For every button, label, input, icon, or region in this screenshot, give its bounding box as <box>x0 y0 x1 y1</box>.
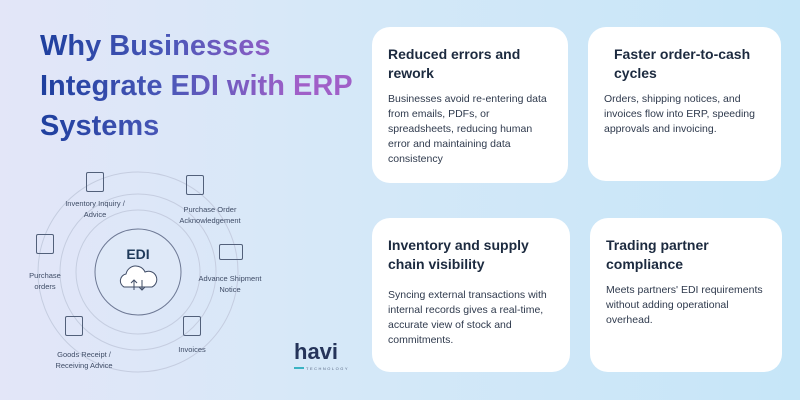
card-text: Orders, shipping notices, and invoices f… <box>604 93 755 135</box>
diagram-item: Inventory Inquiry / Advice <box>65 199 125 219</box>
cloud-sync-icon <box>119 265 158 291</box>
card-title: Faster order-to-cash cycles <box>614 46 751 81</box>
card-reduced-errors: Reduced errors and rework Businesses avo… <box>372 27 568 183</box>
goods-receipt-icon <box>65 316 83 336</box>
invoice-icon <box>183 316 201 336</box>
diagram-item: Invoices <box>178 345 206 354</box>
card-inventory-visibility: Inventory and supply chain visibility Sy… <box>372 218 570 372</box>
card-title: Trading partner compliance <box>606 237 709 272</box>
middle-ring <box>59 193 217 351</box>
logo-tagline: TECHNOLOGY <box>306 366 350 371</box>
outer-ring <box>37 171 239 373</box>
diagram-item: Purchase Order Acknowledgement <box>179 205 241 225</box>
diagram-item: Advance Shipment Notice <box>198 274 262 294</box>
diagram-item: Goods Receipt / Receiving Advice <box>55 350 113 370</box>
card-faster-order-to-cash: Faster order-to-cash cycles Orders, ship… <box>588 27 781 181</box>
inventory-icon <box>86 172 104 192</box>
diagram-center-label: EDI <box>126 246 150 262</box>
logo-accent <box>294 367 304 369</box>
page-title: Why Businesses Integrate EDI with ERP Sy… <box>40 26 360 146</box>
card-title: Inventory and supply chain visibility <box>388 237 529 272</box>
truck-icon <box>219 244 243 260</box>
card-title: Reduced errors and rework <box>388 46 521 81</box>
card-text: Meets partners' EDI requirements without… <box>606 284 763 326</box>
order-ack-icon <box>186 175 204 195</box>
inner-ring <box>75 209 201 335</box>
card-text: Businesses avoid re-entering data from e… <box>388 93 547 165</box>
card-text: Syncing external transactions with inter… <box>388 289 547 346</box>
card-partner-compliance: Trading partner compliance Meets partner… <box>590 218 782 372</box>
diagram-item: Purchase orders <box>29 271 61 291</box>
havi-logo: havi <box>294 339 339 364</box>
purchase-order-icon <box>36 234 54 254</box>
edi-diagram <box>37 171 239 373</box>
